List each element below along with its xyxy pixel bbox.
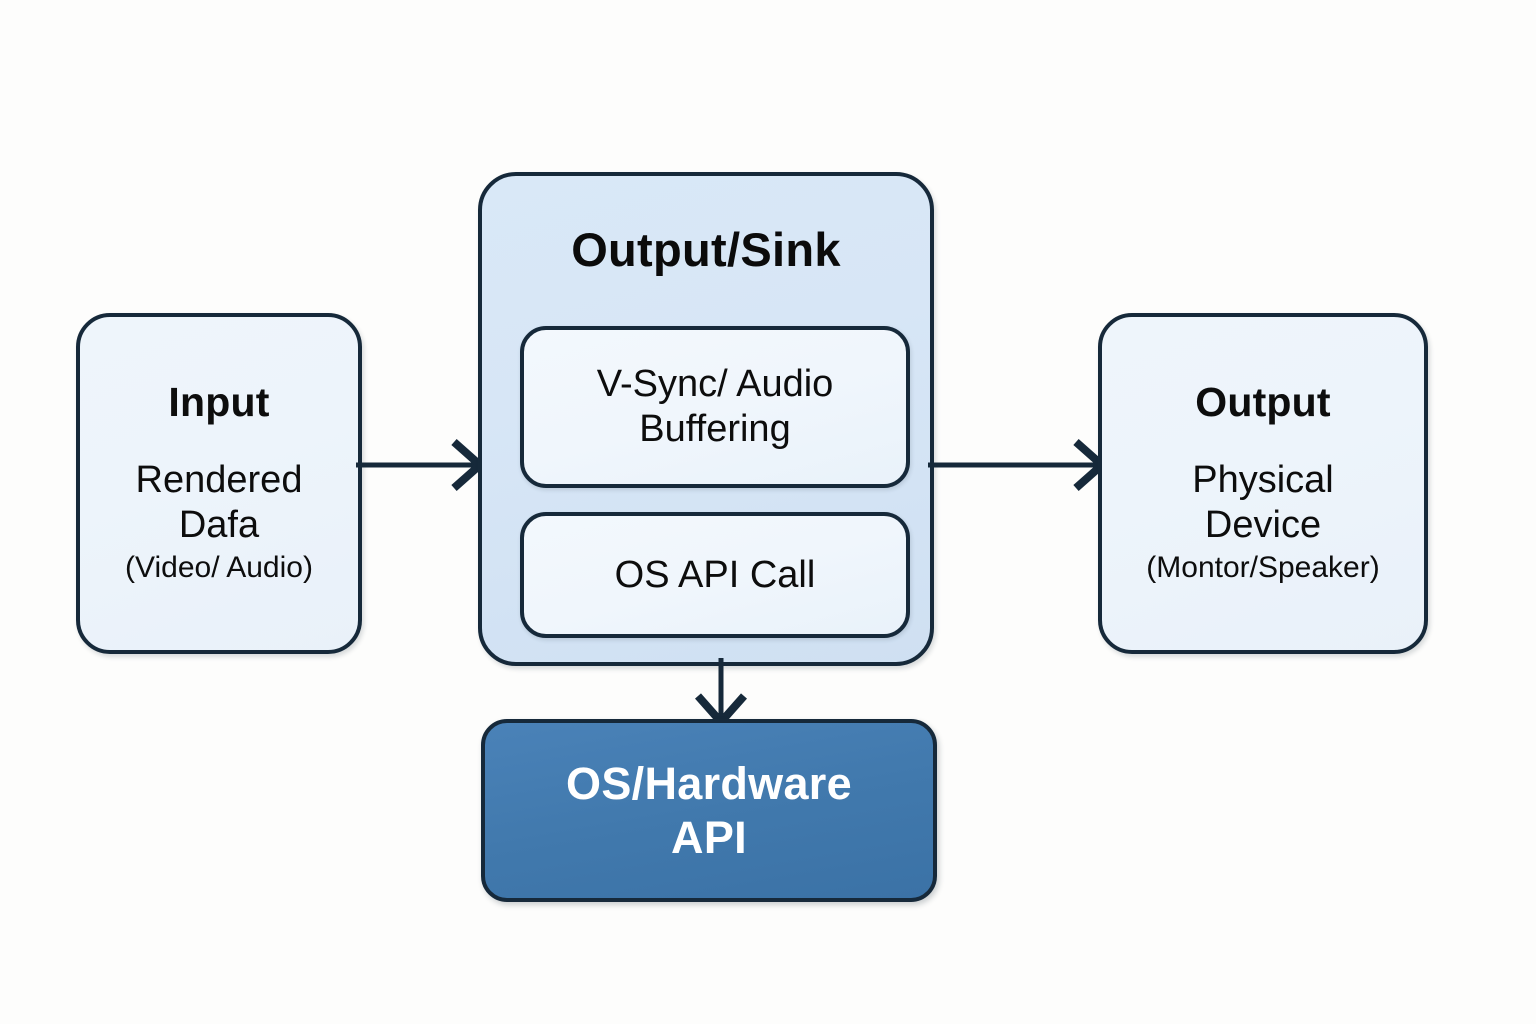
connector-sink-to-output (928, 430, 1109, 500)
node-output-subtitle: (Montor/Speaker) (1146, 551, 1380, 585)
node-output-sink[interactable]: Output/Sink V-Sync/ Audio Buffering OS A… (478, 172, 934, 666)
subnode-os-api-call[interactable]: OS API Call (520, 512, 910, 638)
node-input-body-line1: Rendered (135, 458, 303, 501)
node-output-title: Output (1195, 378, 1331, 425)
subnode-os-api-label: OS API Call (614, 553, 816, 596)
node-input-body-line2: Dafa (178, 503, 260, 546)
node-os-hardware-api[interactable]: OS/Hardware API (481, 719, 937, 902)
subnode-vsync-label-line1: V-Sync/ Audio (596, 363, 834, 406)
node-output-body-line2: Device (1204, 503, 1322, 546)
node-os-hardware-api-label-line1: OS/Hardware (566, 757, 852, 809)
connector-input-to-sink (356, 430, 487, 500)
subnode-vsync-audio-buffering[interactable]: V-Sync/ Audio Buffering (520, 326, 910, 488)
node-input-title: Input (168, 378, 270, 425)
subnode-vsync-label-line2: Buffering (639, 408, 791, 450)
node-input-body: Rendered Dafa (136, 458, 303, 548)
subnode-vsync-label: V-Sync/ Audio Buffering (597, 362, 834, 452)
arrow-right-icon (928, 439, 1109, 491)
node-output-body: Physical Device (1192, 458, 1334, 548)
node-output[interactable]: Output Physical Device (Montor/Speaker) (1098, 313, 1428, 654)
node-input-subtitle: (Video/ Audio) (125, 551, 313, 585)
node-output-body-line1: Physical (1192, 458, 1334, 501)
node-input[interactable]: Input Rendered Dafa (Video/ Audio) (76, 313, 362, 654)
node-os-hardware-api-label-line2: API (671, 811, 747, 863)
arrow-right-icon (356, 439, 487, 491)
arrow-down-icon (695, 658, 747, 729)
node-output-sink-title: Output/Sink (571, 223, 841, 276)
connector-sink-to-os-hardware (676, 658, 766, 729)
